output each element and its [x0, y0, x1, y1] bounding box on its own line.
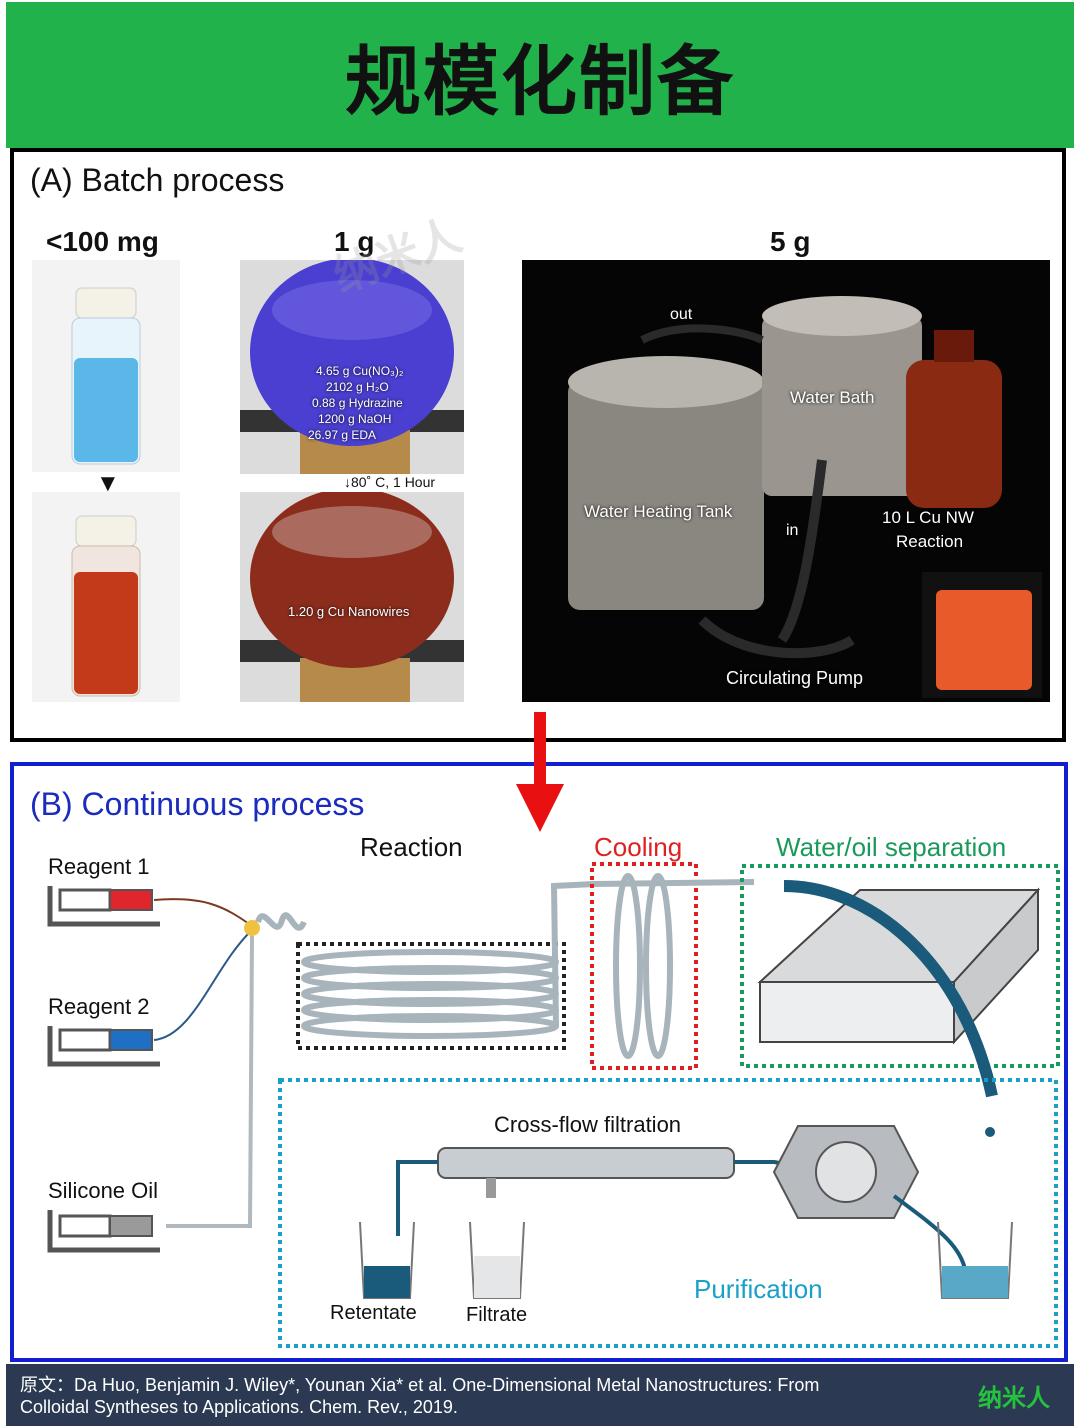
syringe-reagent-2 [47, 1026, 160, 1067]
vial-blue-photo [32, 260, 180, 472]
panel-a-title: (A) Batch process [30, 162, 285, 198]
citation-text: 原文：Da Huo, Benjamin J. Wiley*, Younan Xi… [20, 1374, 920, 1418]
label-pump: Circulating Pump [726, 668, 864, 688]
cooling-label: Cooling [594, 832, 683, 862]
scale-label-100mg: <100 mg [46, 226, 159, 257]
flask-blue-photo: 4.65 g Cu(NO₃)₂ 2102 g H₂O 0.88 g Hydraz… [240, 260, 464, 474]
vial-arrow-icon: ▼ [96, 470, 120, 497]
flask-text-4: 1200 g NaOH [318, 412, 392, 426]
citation-line-2: Colloidal Syntheses to Applications. Che… [20, 1397, 458, 1417]
reaction-label: Reaction [360, 832, 463, 862]
label-reaction-1: 10 L Cu NW [882, 508, 974, 527]
purification-label: Purification [694, 1274, 823, 1304]
filtrate-label: Filtrate [466, 1304, 528, 1326]
separation-label: Water/oil separation [776, 832, 1007, 862]
flask-text-3: 0.88 g Hydrazine [312, 396, 403, 410]
reagent-2-label: Reagent 2 [48, 994, 150, 1019]
retentate-label: Retentate [330, 1302, 417, 1324]
label-out: out [670, 306, 693, 323]
flask-condition: ↓80˚ C, 1 Hour [344, 474, 436, 490]
down-arrow-icon [516, 712, 564, 832]
scale-label-5g: 5 g [770, 226, 811, 257]
page-title: 规模化制备 [345, 40, 735, 125]
scale-label-1g: 1 g [334, 226, 375, 257]
vial-red-photo [32, 492, 180, 702]
citation-footer: 原文：Da Huo, Benjamin J. Wiley*, Younan Xi… [6, 1364, 1074, 1426]
filtration-label: Cross-flow filtration [494, 1112, 682, 1137]
citation-line-1: 原文：Da Huo, Benjamin J. Wiley*, Younan Xi… [20, 1375, 820, 1395]
label-in: in [786, 522, 799, 539]
flask-red-photo: 1.20 g Cu Nanowires [240, 492, 464, 702]
continuous-process-panel: (B) Continuous process Reagent 1 Reagent… [10, 762, 1068, 1362]
batch-process-panel: (A) Batch process <100 mg 1 g 5 g ▼ 4.65… [10, 148, 1066, 742]
label-reaction-2: Reaction [896, 532, 964, 551]
panel-b-title: (B) Continuous process [30, 786, 365, 822]
syringe-silicone-oil [47, 1210, 160, 1253]
silicone-oil-label: Silicone Oil [48, 1178, 159, 1203]
label-water-bath: Water Bath [790, 388, 875, 407]
reagent-1-label: Reagent 1 [48, 854, 150, 879]
process-diagram [47, 862, 1060, 1348]
flask-text-2: 2102 g H₂O [326, 380, 389, 394]
flask-text-1: 4.65 g Cu(NO₃)₂ [316, 364, 404, 378]
label-heating-tank: Water Heating Tank [584, 502, 733, 521]
flask-bottom-text: 1.20 g Cu Nanowires [288, 604, 410, 619]
header-banner: 规模化制备 [6, 2, 1074, 148]
syringe-reagent-1 [47, 886, 160, 927]
brand-logo: 纳米人 [978, 1385, 1050, 1412]
flask-text-5: 26.97 g EDA [308, 428, 377, 442]
large-scale-photo: out Water Bath Water Heating Tank in 10 … [522, 260, 1050, 702]
